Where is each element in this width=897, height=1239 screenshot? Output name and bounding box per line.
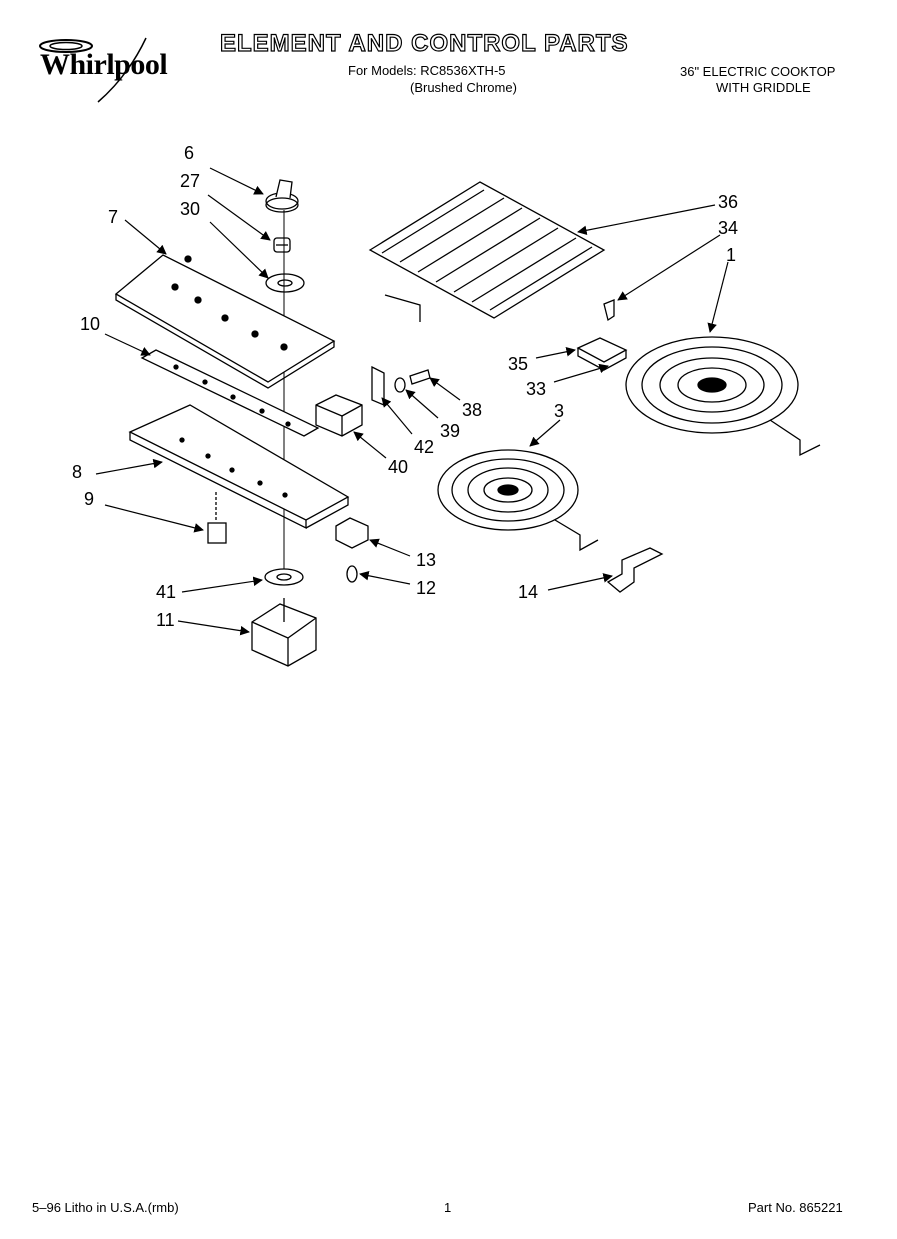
callout-34: 34 — [718, 218, 739, 238]
footer-part-number: Part No. 865221 — [748, 1200, 843, 1215]
leader-lines — [95, 167, 729, 636]
clip-part — [273, 237, 291, 253]
receptacle-part — [576, 337, 628, 371]
callout-40: 40 — [388, 457, 409, 477]
infinite-switch-part — [251, 598, 317, 667]
screw-washer-part — [394, 369, 431, 393]
mount-bracket-part — [371, 365, 385, 406]
callout-14: 14 — [518, 582, 539, 602]
small-block-part — [335, 517, 369, 549]
element-screw-part — [603, 299, 615, 322]
product-line-1: 36" ELECTRIC COOKTOP — [680, 64, 836, 79]
page-title: ELEMENT AND CONTROL PARTS — [219, 29, 629, 57]
callout-13: 13 — [416, 550, 437, 570]
bracket-part — [128, 404, 350, 530]
product-line-2: WITH GRIDDLE — [716, 80, 811, 95]
large-element-part — [625, 336, 821, 457]
element-bracket-part — [606, 547, 664, 593]
footer-litho: 5–96 Litho in U.S.A.(rmb) — [32, 1200, 179, 1215]
finish-text: (Brushed Chrome) — [410, 80, 517, 95]
knob-part — [265, 179, 299, 213]
washer-lower-part — [264, 568, 304, 586]
callout-36: 36 — [718, 192, 739, 212]
whirlpool-logo — [28, 36, 178, 106]
switch-part — [207, 492, 227, 544]
callout-33: 33 — [526, 379, 547, 399]
brand-name: Whirlpool — [40, 48, 168, 81]
callout-7: 7 — [108, 207, 119, 227]
callout-6: 6 — [184, 143, 195, 163]
callout-35: 35 — [508, 354, 529, 374]
models-text: For Models: RC8536XTH-5 — [348, 63, 506, 78]
callout-11: 11 — [156, 610, 175, 630]
callout-39: 39 — [440, 421, 461, 441]
control-panel-part — [114, 254, 336, 389]
gasket-part — [140, 349, 320, 437]
callout-41: 41 — [156, 582, 177, 602]
callout-9: 9 — [84, 489, 95, 509]
small-screw-part — [346, 565, 358, 583]
callout-27: 27 — [180, 171, 201, 191]
terminal-block-part — [315, 394, 363, 437]
footer-page-number: 1 — [444, 1200, 452, 1215]
callout-1: 1 — [726, 245, 737, 265]
callout-38: 38 — [462, 400, 483, 420]
logo-swoosh-icon — [39, 37, 147, 103]
washer-part — [265, 273, 305, 293]
callout-3: 3 — [554, 401, 565, 421]
callout-42: 42 — [414, 437, 435, 457]
callout-8: 8 — [72, 462, 83, 482]
callout-12: 12 — [416, 578, 437, 598]
griddle-element-part — [368, 181, 606, 322]
small-element-part — [437, 449, 599, 552]
callout-30: 30 — [180, 199, 201, 219]
callout-10: 10 — [80, 314, 101, 334]
